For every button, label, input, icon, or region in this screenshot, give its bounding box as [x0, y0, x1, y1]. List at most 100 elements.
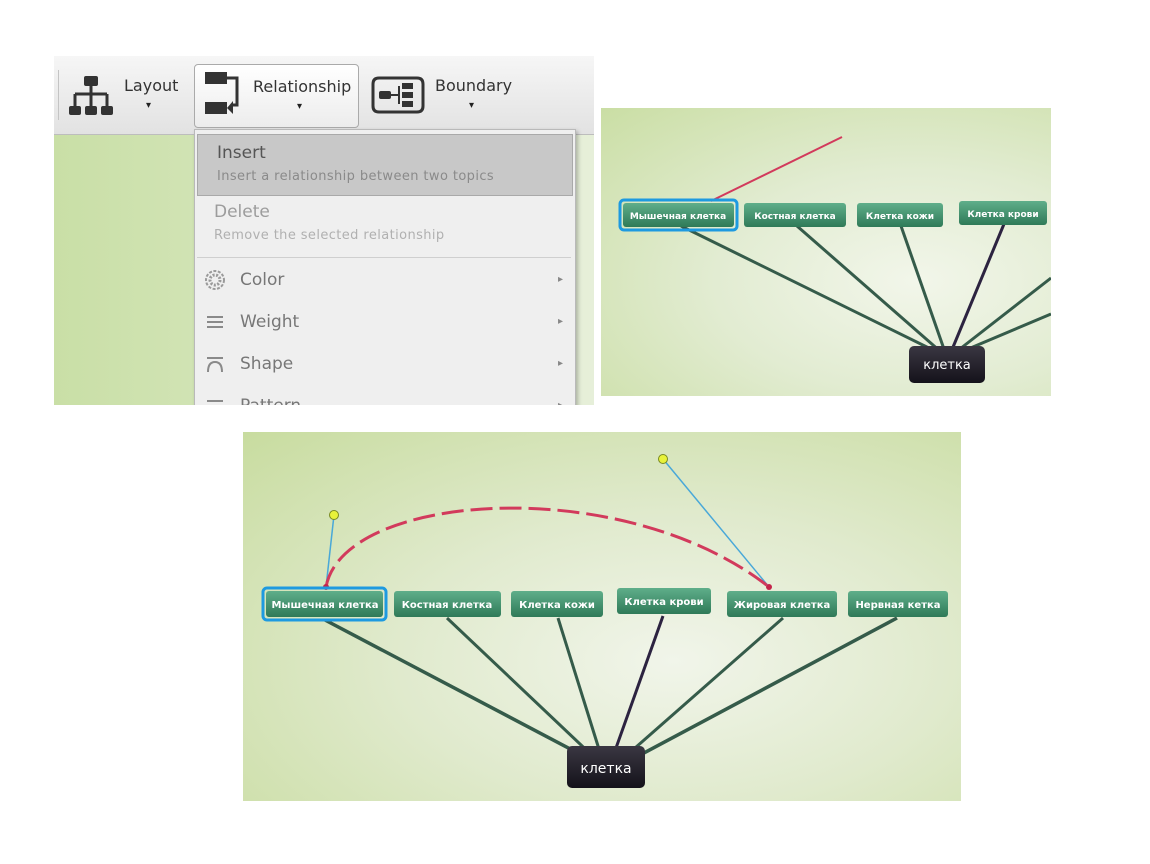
color-wheel-icon — [205, 270, 225, 290]
mind-map-canvas-small: Мышечная клетка Костная клетка Клетка ко… — [601, 108, 1051, 396]
mind-map-svg: Мышечная клетка Костная клетка Клетка ко… — [261, 454, 948, 788]
topic-label: Клетка крови — [624, 597, 703, 608]
relationship-line[interactable] — [710, 136, 843, 202]
relationship-menu: Insert Insert a relationship between two… — [194, 129, 576, 405]
topic-node[interactable]: Клетка кожи — [857, 203, 943, 227]
chevron-right-icon: ▸ — [557, 358, 563, 369]
topic-label: Костная клетка — [754, 212, 836, 222]
menu-item-shape[interactable]: Shape ▸ — [195, 344, 573, 384]
menu-separator — [197, 257, 571, 258]
branch-line — [609, 615, 665, 763]
branch-line — [949, 223, 1006, 353]
topic-node[interactable]: Костная клетка — [744, 203, 846, 227]
chevron-down-icon: ▾ — [469, 100, 475, 111]
menu-item-description: Remove the selected relationship — [214, 228, 445, 243]
menu-item-color[interactable]: Color ▸ — [195, 260, 573, 300]
topic-box — [727, 591, 837, 617]
topic-node[interactable]: Жировая клетка — [727, 591, 837, 617]
branch-line — [626, 616, 898, 764]
topic-node[interactable]: Костная клетка — [394, 591, 501, 617]
chevron-right-icon: ▸ — [557, 274, 563, 285]
boundary-icon — [371, 76, 425, 114]
menu-item-label: Weight — [240, 312, 300, 332]
relationship-endpoint[interactable] — [766, 584, 772, 590]
relationship-icon — [205, 72, 239, 114]
menu-item-pattern[interactable]: Pattern ▸ — [195, 386, 573, 405]
boundary-label: Boundary — [435, 76, 513, 95]
menu-item-label: Shape — [240, 354, 294, 374]
central-topic-label: клетка — [923, 358, 971, 373]
topic-label: Нервная кетка — [855, 600, 940, 611]
topic-label: Клетка кожи — [866, 212, 934, 222]
relationship-line[interactable] — [324, 506, 770, 589]
topic-label: Клетка крови — [967, 210, 1038, 220]
layout-button[interactable]: Layout ▾ — [60, 64, 190, 126]
chevron-right-icon: ▸ — [558, 400, 563, 405]
menu-item-label: Color — [240, 270, 285, 290]
control-handle[interactable] — [329, 510, 339, 520]
topic-label: Мышечная клетка — [630, 212, 726, 222]
branch-line — [680, 224, 938, 354]
topic-box — [394, 591, 501, 617]
topic-node[interactable]: Мышечная клетка — [618, 198, 739, 232]
control-line — [662, 458, 770, 588]
org-chart-icon — [69, 76, 113, 115]
menu-item-description: Insert a relationship between two topics — [217, 169, 495, 184]
topic-box — [959, 201, 1047, 225]
topic-box — [266, 591, 383, 617]
curve-shape-icon — [207, 357, 223, 373]
branch-line — [618, 616, 784, 764]
mind-map-canvas-large: Мышечная клетка Костная клетка Клетка ко… — [243, 432, 961, 801]
layout-label: Layout — [124, 76, 179, 95]
topic-node[interactable]: Мышечная клетка — [261, 586, 388, 622]
topic-box — [857, 203, 943, 227]
central-topic-label: клетка — [580, 761, 631, 777]
topic-node[interactable]: Клетка крови — [959, 201, 1047, 225]
topic-node[interactable]: Нервная кетка — [848, 591, 948, 617]
mind-map-svg: Мышечная клетка Костная клетка Клетка ко… — [618, 136, 1051, 383]
branch-line — [556, 617, 605, 763]
branch-line — [899, 225, 947, 353]
branch-line — [960, 312, 1051, 354]
topic-label: Костная клетка — [402, 600, 493, 611]
boundary-button[interactable]: Boundary ▾ — [361, 64, 531, 126]
topic-box — [511, 591, 603, 617]
toolbar-panel: Layout ▾ Relationship ▾ Bou — [54, 56, 594, 405]
toolbar-separator — [58, 70, 59, 120]
menu-item-title: Insert — [217, 143, 266, 163]
selection-outline — [618, 198, 739, 232]
branch-line — [445, 616, 601, 764]
topic-label: Мышечная клетка — [271, 600, 378, 611]
relationship-label: Relationship — [253, 77, 352, 96]
topic-node[interactable]: Клетка кожи — [511, 591, 603, 617]
branch-line — [955, 276, 1051, 354]
topic-box — [623, 203, 734, 227]
central-topic-box — [567, 746, 645, 788]
toolbar: Layout ▾ Relationship ▾ Bou — [54, 56, 594, 135]
central-topic-box — [909, 346, 985, 383]
topic-label: Жировая клетка — [734, 600, 830, 611]
relationship-button[interactable]: Relationship ▾ — [194, 64, 359, 128]
menu-item-title: Delete — [214, 202, 270, 222]
topic-label: Клетка кожи — [519, 600, 595, 611]
chevron-down-icon: ▾ — [297, 101, 303, 112]
topic-box — [617, 588, 711, 614]
menu-item-insert[interactable]: Insert Insert a relationship between two… — [197, 134, 573, 196]
chevron-down-icon: ▾ — [146, 100, 152, 111]
central-topic[interactable]: клетка — [567, 746, 645, 788]
chevron-right-icon: ▸ — [557, 316, 563, 327]
topic-node[interactable]: Клетка крови — [617, 588, 711, 614]
menu-item-delete[interactable]: Delete Remove the selected relationship — [195, 198, 573, 254]
branch-line — [324, 618, 596, 764]
selection-outline — [261, 586, 388, 622]
menu-item-label: Pattern — [240, 396, 301, 405]
control-line — [325, 514, 335, 588]
topic-box — [744, 203, 846, 227]
control-handle[interactable] — [658, 454, 668, 464]
branch-line — [796, 224, 942, 354]
line-weight-icon — [207, 316, 223, 328]
menu-item-weight[interactable]: Weight ▸ — [195, 302, 573, 342]
topic-box — [848, 591, 948, 617]
central-topic[interactable]: клетка — [909, 346, 985, 383]
dash-pattern-icon — [207, 400, 223, 402]
